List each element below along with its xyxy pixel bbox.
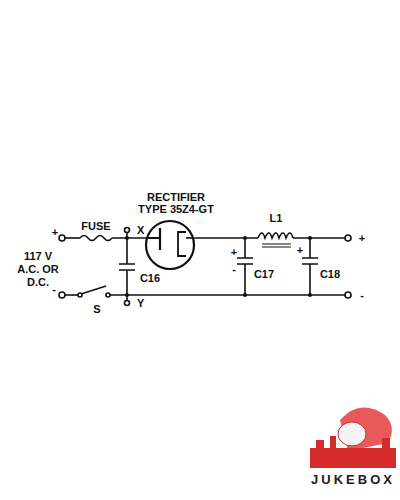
- polarity-mark: -: [360, 289, 364, 301]
- part-label: FUSE: [81, 220, 110, 232]
- part-label: TYPE 35Z4-GT: [138, 203, 214, 215]
- callout-number: C16: [140, 272, 160, 284]
- terminal-label: Y: [137, 297, 144, 309]
- wire: [65, 294, 78, 296]
- junction-dot: [125, 236, 129, 240]
- tube-plate: [148, 228, 160, 250]
- polarity-mark: +: [297, 244, 303, 256]
- input-terminal: [59, 292, 65, 298]
- voltage-label: 117 V: [24, 250, 52, 262]
- wire: [293, 237, 345, 239]
- capacitor-symbol: [237, 238, 253, 295]
- callout-number: C18: [320, 268, 340, 280]
- junction-dot: [243, 293, 247, 297]
- output-terminal: [345, 292, 351, 298]
- inductor-core: [262, 244, 291, 247]
- part-label: S: [93, 303, 100, 315]
- voltage-label: A.C. OR: [17, 263, 59, 275]
- callout-number: C17: [254, 268, 274, 280]
- polarity-mark: -: [52, 283, 56, 295]
- switch-blade: [81, 286, 106, 294]
- junction-dot: [308, 293, 312, 297]
- polarity-mark: +: [52, 226, 58, 238]
- polarity-mark: -: [232, 263, 236, 275]
- junction-dot: [243, 236, 247, 240]
- test-point: [125, 228, 130, 233]
- voltage-label: D.C.: [27, 276, 49, 288]
- inductor-coil: [258, 233, 293, 238]
- callout-number: L1: [270, 212, 283, 224]
- watermark-logo: [310, 408, 396, 490]
- test-point: [125, 301, 130, 306]
- wire: [65, 237, 80, 239]
- polarity-mark: +: [359, 232, 365, 244]
- junction-dot: [125, 293, 129, 297]
- part-label: RECTIFIER: [147, 191, 205, 203]
- watermark: JUKEBOX: [311, 474, 395, 486]
- rectifier-tube: [146, 221, 194, 269]
- junction-dot: [308, 236, 312, 240]
- input-terminal: [59, 235, 65, 241]
- wire: [186, 237, 194, 239]
- fuse-symbol: [80, 236, 112, 241]
- polarity-mark: +: [231, 246, 237, 258]
- output-terminal: [345, 235, 351, 241]
- capacitor-symbol: [302, 238, 318, 295]
- wire: [112, 237, 148, 239]
- capacitor-symbol: [119, 238, 135, 295]
- terminal-label: X: [137, 224, 144, 236]
- wire: [194, 237, 258, 239]
- tube-cathode: [178, 232, 186, 256]
- switch-contact: [106, 293, 110, 297]
